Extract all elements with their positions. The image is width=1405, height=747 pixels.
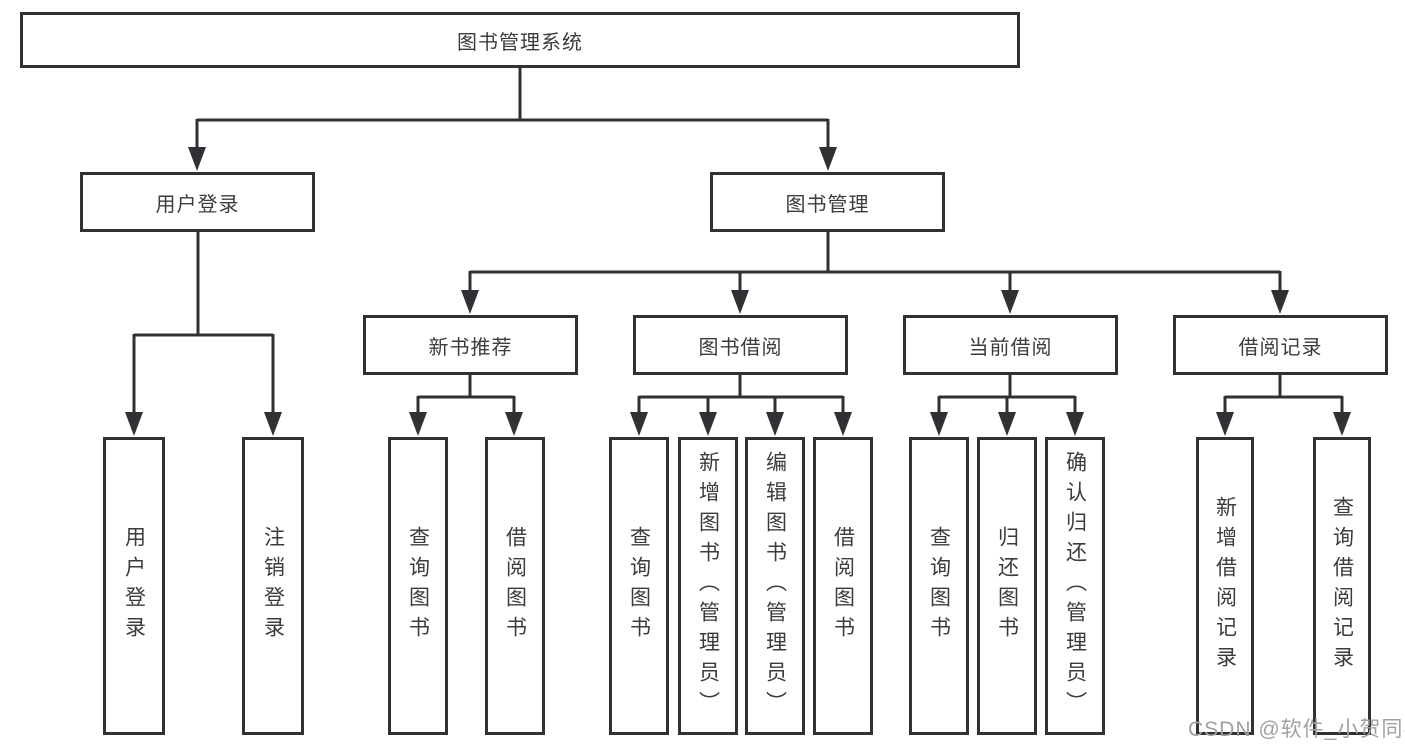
node-book-borrowing: 图书借阅	[633, 315, 848, 375]
leaf-add-books-admin: 新增图书（管理员）	[678, 437, 738, 735]
node-user-login: 用户登录	[80, 172, 315, 232]
node-book-management: 图书管理	[710, 172, 945, 232]
leaf-borrow-books: 借阅图书	[813, 437, 873, 735]
leaf-return-books: 归还图书	[977, 437, 1037, 735]
node-borrowing-records: 借阅记录	[1173, 315, 1388, 375]
node-current-borrowing: 当前借阅	[903, 315, 1118, 375]
leaf-confirm-return-admin: 确认归还（管理员）	[1045, 437, 1105, 735]
leaf-edit-books-admin: 编辑图书（管理员）	[745, 437, 805, 735]
csdn-watermark: CSDN @软件_小贺同学	[1188, 718, 1405, 741]
node-library-management-system: 图书管理系统	[20, 12, 1020, 68]
leaf-query-books-borrow: 查询图书	[609, 437, 669, 735]
leaf-user-login: 用户登录	[103, 437, 165, 735]
leaf-query-books-recommend: 查询图书	[388, 437, 448, 735]
leaf-query-borrow-record: 查询借阅记录	[1313, 437, 1371, 735]
leaf-query-books-current: 查询图书	[909, 437, 969, 735]
leaf-borrow-books-recommend: 借阅图书	[485, 437, 545, 735]
leaf-add-borrow-record: 新增借阅记录	[1196, 437, 1254, 735]
leaf-logout: 注销登录	[242, 437, 304, 735]
node-new-book-recommendation: 新书推荐	[363, 315, 578, 375]
